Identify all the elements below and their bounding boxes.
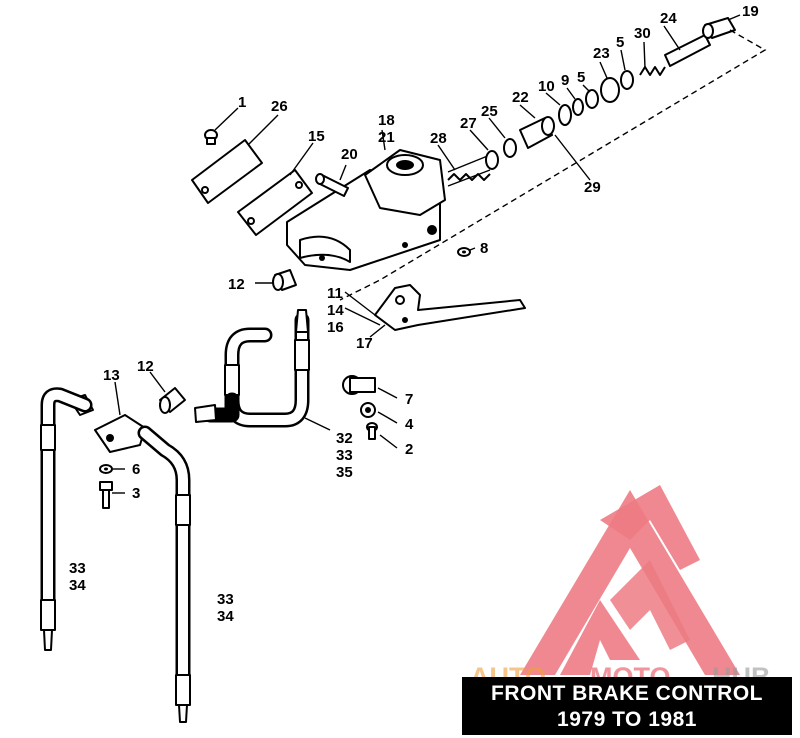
- label-part-11: 11: [327, 285, 343, 302]
- label-part-17: 17: [356, 335, 373, 352]
- label-part-20: 20: [341, 146, 358, 163]
- part-12-banjo-bolt-lower: [159, 387, 186, 414]
- label-part-22: 22: [512, 89, 529, 106]
- diagram-caption: FRONT BRAKE CONTROL 1979 TO 1981: [462, 677, 792, 735]
- part-3-bolt: [99, 481, 113, 509]
- label-part-8: 8: [480, 240, 488, 257]
- part-12-banjo-bolt-upper: [272, 269, 297, 291]
- label-part-15: 15: [308, 128, 325, 145]
- label-part-30: 30: [634, 25, 651, 42]
- part-8-washer: [457, 247, 471, 257]
- part-33-right-brake-line: [137, 425, 191, 723]
- label-part-5a: 5: [577, 69, 585, 86]
- label-part-14: 14: [327, 302, 344, 319]
- part-10-o-ring: [558, 104, 572, 126]
- label-part-13: 13: [103, 367, 120, 384]
- label-part-35: 35: [336, 464, 353, 481]
- part-5-washer-b: [620, 70, 634, 90]
- part-30-spring: [639, 66, 666, 76]
- label-part-28: 28: [430, 130, 447, 147]
- label-part-6: 6: [132, 461, 140, 478]
- label-part-33-right: 33: [217, 591, 234, 608]
- part-24-push-rod: [664, 34, 711, 67]
- part-15-cover-plate: [237, 169, 313, 236]
- part-4-nut: [360, 402, 376, 418]
- part-2-screw: [366, 422, 378, 440]
- part-23-boot: [600, 77, 620, 103]
- label-part-23: 23: [593, 45, 610, 62]
- label-part-3: 3: [132, 485, 140, 502]
- part-26-gasket-plate: [191, 139, 263, 204]
- part-17-brake-lever: [374, 284, 526, 331]
- part-20-pivot-pin: [315, 173, 349, 197]
- part-7-clip: [342, 375, 376, 395]
- part-22-piston: [519, 116, 555, 149]
- label-part-29: 29: [584, 179, 601, 196]
- label-part-33-upper: 33: [336, 447, 353, 464]
- part-18-master-cylinder-body: [286, 149, 446, 271]
- label-part-32: 32: [336, 430, 353, 447]
- part-27-cup-seal: [485, 150, 499, 170]
- watermark-logo: [520, 485, 740, 675]
- label-part-34-right: 34: [217, 608, 234, 625]
- part-33-left-brake-line: [40, 387, 93, 651]
- part-29-leader: [554, 134, 591, 181]
- part-6-washer: [99, 464, 113, 474]
- label-part-27: 27: [460, 115, 477, 132]
- label-part-5b: 5: [616, 34, 624, 51]
- part-5-washer-a: [585, 89, 599, 109]
- caption-title: FRONT BRAKE CONTROL: [491, 682, 763, 705]
- part-32-upper-hose: [194, 309, 310, 428]
- label-part-12-lower: 12: [137, 358, 154, 375]
- leader-lines: [112, 14, 741, 494]
- part-labels: 1 26 15 18 21 20 28 27 25 22 10 9 5 23 5…: [69, 3, 759, 625]
- label-part-18: 18: [378, 112, 395, 129]
- label-part-21: 21: [378, 129, 395, 146]
- label-part-24: 24: [660, 10, 677, 27]
- label-part-2: 2: [405, 441, 413, 458]
- label-part-4: 4: [405, 416, 414, 433]
- assembly-centerline: [339, 29, 767, 301]
- caption-years: 1979 TO 1981: [557, 708, 697, 731]
- label-part-34-left: 34: [69, 577, 86, 594]
- part-28-spring: [447, 154, 491, 187]
- label-part-33-left: 33: [69, 560, 86, 577]
- label-part-16: 16: [327, 319, 344, 336]
- part-1-screw: [204, 129, 218, 145]
- label-part-19: 19: [742, 3, 759, 20]
- label-part-9: 9: [561, 72, 569, 89]
- label-part-7: 7: [405, 391, 413, 408]
- label-part-25: 25: [481, 103, 498, 120]
- label-part-12-upper: 12: [228, 276, 245, 293]
- label-part-10: 10: [538, 78, 555, 95]
- part-19-end-cap: [702, 17, 736, 39]
- part-9-washer: [572, 98, 584, 116]
- label-part-1: 1: [238, 94, 246, 111]
- part-25-cup: [503, 138, 517, 158]
- label-part-26: 26: [271, 98, 288, 115]
